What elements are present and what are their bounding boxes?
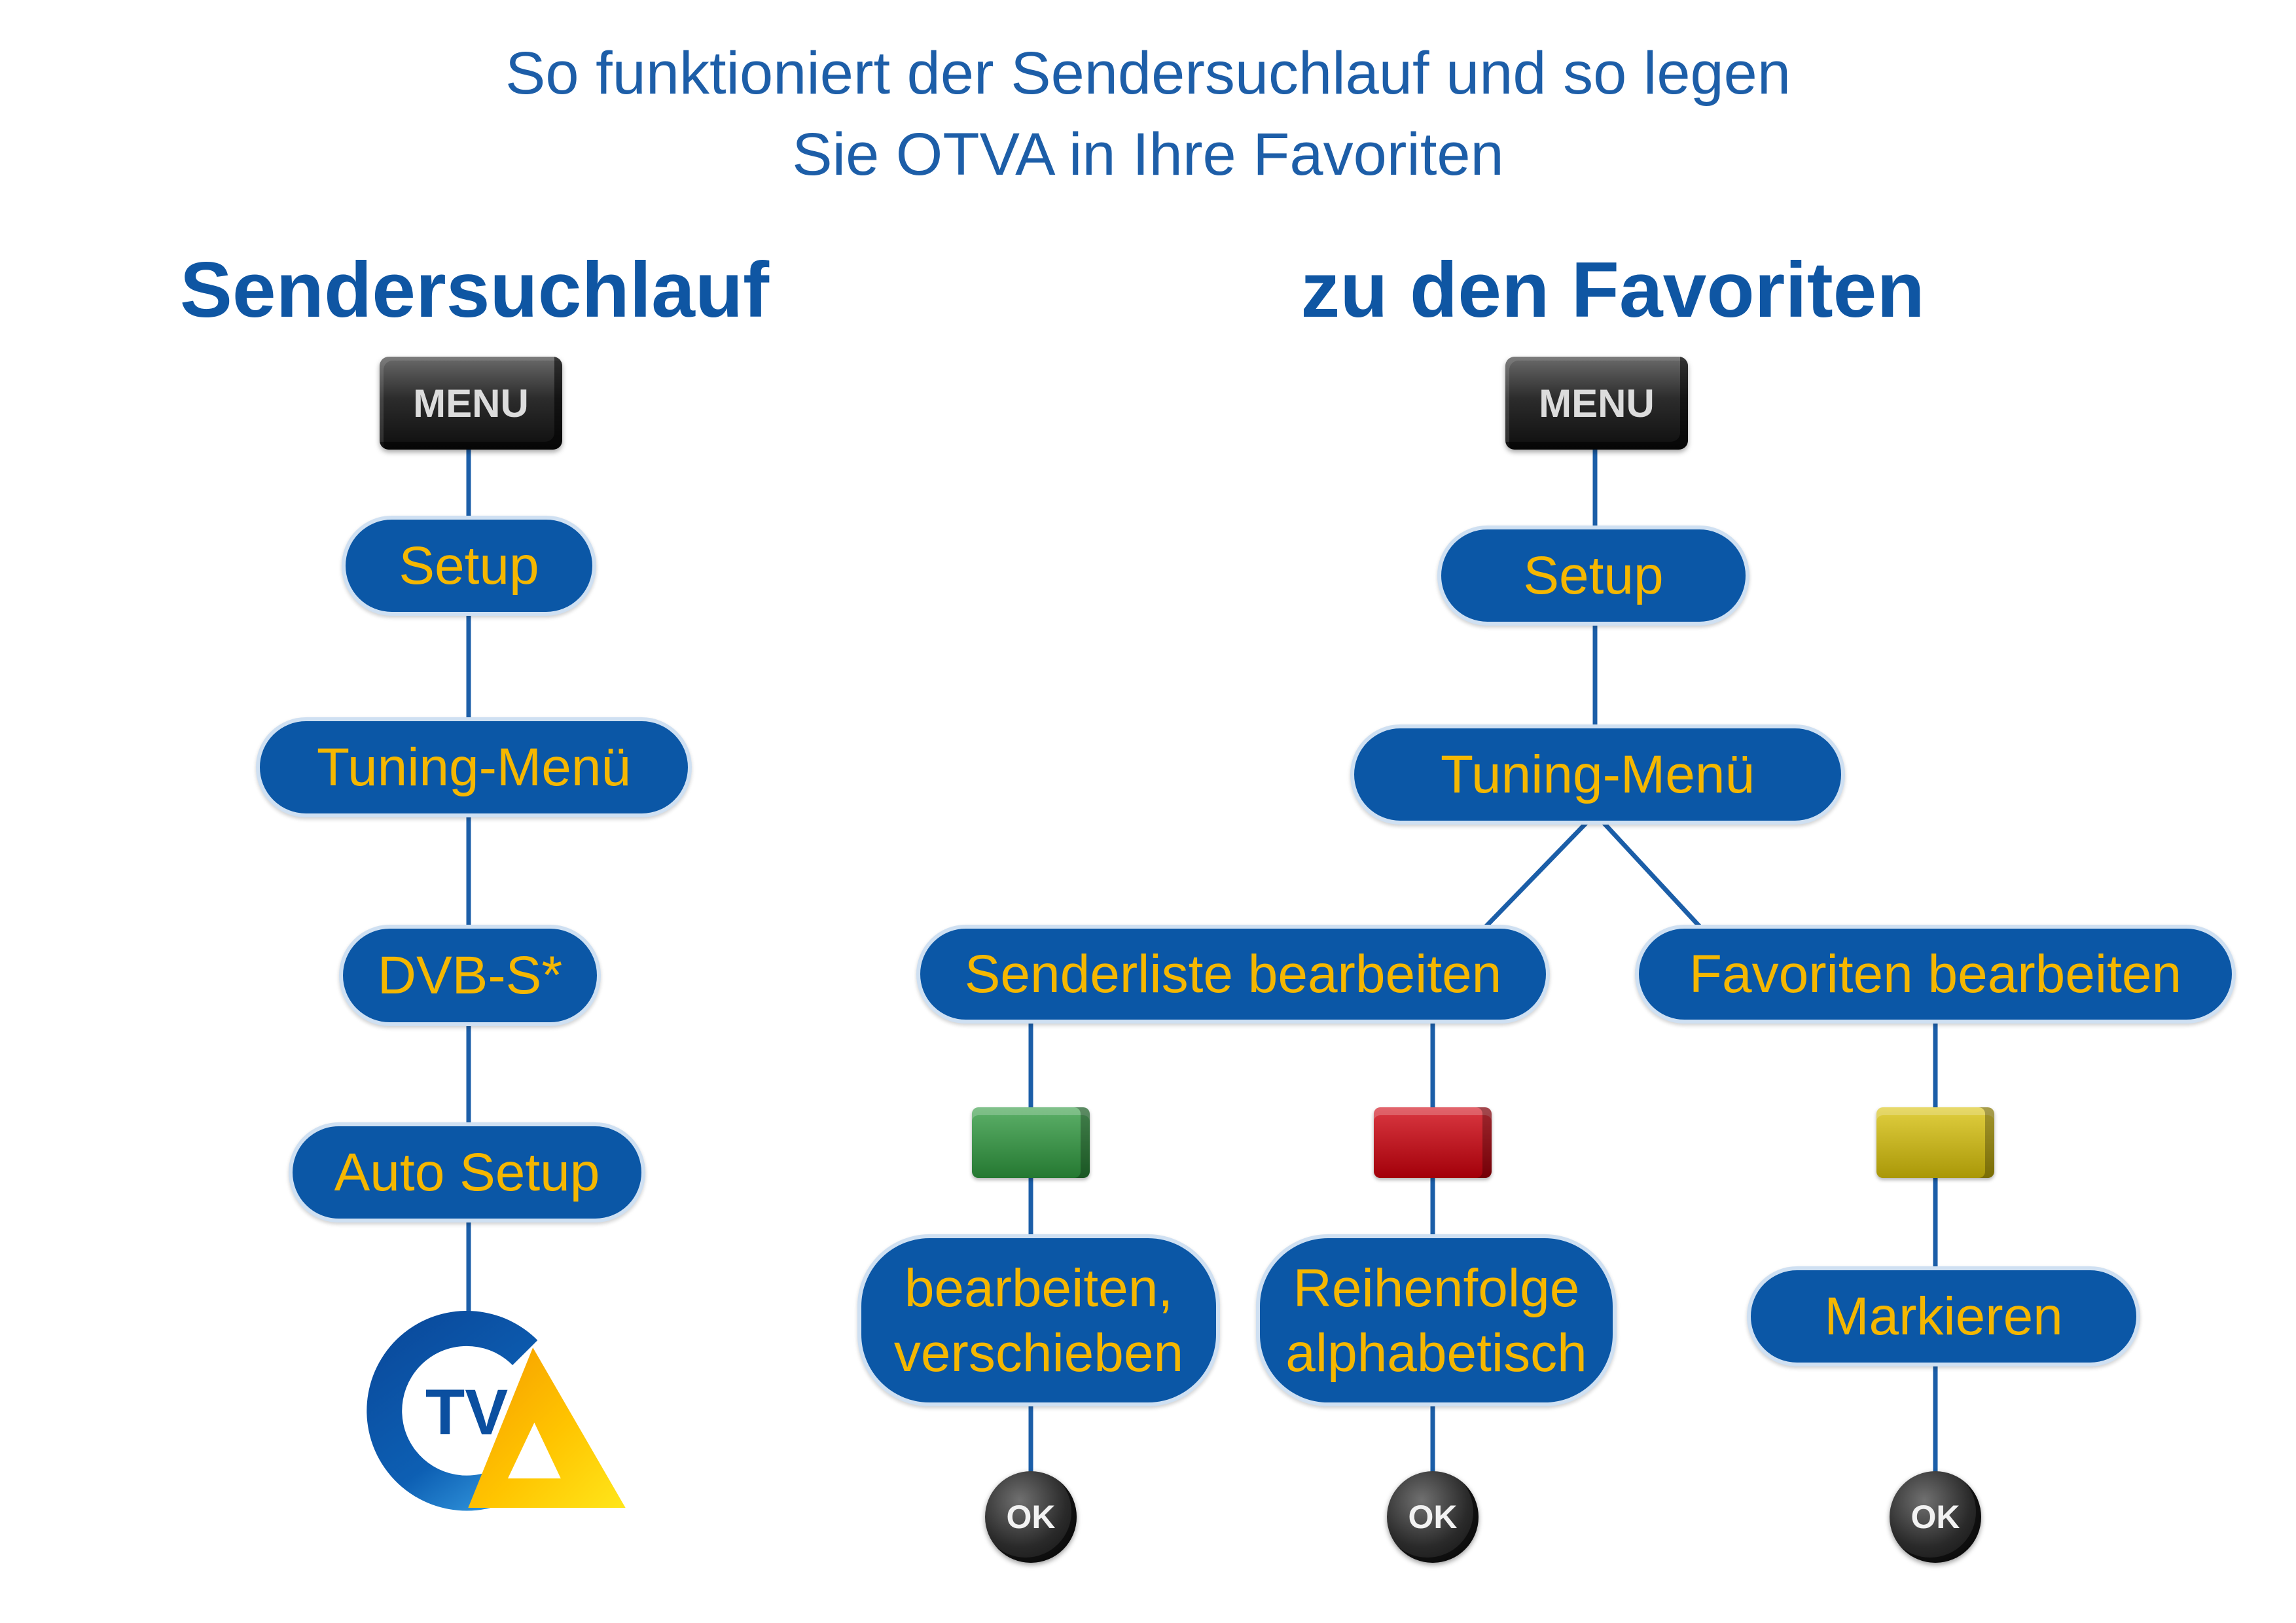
ok-key-label: OK bbox=[1910, 1499, 1960, 1535]
step-tuning-menu: Tuning-Menü bbox=[1350, 724, 1845, 825]
action-markieren: Markieren bbox=[1747, 1266, 2140, 1366]
ok-key-icon: OK bbox=[1387, 1471, 1479, 1563]
page-title-line2: Sie OTVA in Ihre Favoriten bbox=[792, 121, 1504, 188]
page-title-line1: So funktioniert der Sendersuchlauf und s… bbox=[505, 40, 1791, 107]
page-title: So funktioniert der Sendersuchlauf und s… bbox=[0, 33, 2296, 195]
action-label-line1: bearbeiten, bbox=[904, 1258, 1174, 1318]
step-label: Setup bbox=[399, 535, 539, 596]
action-label-line2: alphabetisch bbox=[1285, 1323, 1587, 1383]
step-label: Tuning-Menü bbox=[1440, 744, 1755, 804]
step-label: Auto Setup bbox=[334, 1142, 600, 1202]
menu-key-label: MENU bbox=[1539, 381, 1655, 425]
ok-key-label: OK bbox=[1408, 1499, 1458, 1535]
branch-favoriten-bearbeiten: Favoriten bearbeiten bbox=[1635, 925, 2236, 1024]
step-tuning-menu: Tuning-Menü bbox=[256, 717, 692, 817]
action-bearbeiten-verschieben: bearbeiten, verschieben bbox=[857, 1234, 1220, 1406]
logo-tv-text: TV bbox=[425, 1376, 508, 1448]
action-label-line2: verschieben bbox=[893, 1323, 1184, 1383]
step-dvb-s: DVB-S* bbox=[339, 925, 601, 1026]
ok-key-label: OK bbox=[1006, 1499, 1056, 1535]
branch-label: Senderliste bearbeiten bbox=[964, 944, 1502, 1004]
step-label: Tuning-Menü bbox=[316, 737, 632, 797]
step-label: Setup bbox=[1523, 545, 1664, 605]
branch-senderliste-bearbeiten: Senderliste bearbeiten bbox=[916, 925, 1550, 1024]
logo-a-shape bbox=[468, 1347, 626, 1508]
action-label-line1: Reihenfolge bbox=[1293, 1258, 1580, 1318]
step-auto-setup: Auto Setup bbox=[289, 1122, 645, 1222]
action-label: Markieren bbox=[1824, 1286, 2063, 1346]
action-reihenfolge-alphabetisch: Reihenfolge alphabetisch bbox=[1256, 1234, 1617, 1406]
ok-key-icon: OK bbox=[985, 1471, 1077, 1563]
menu-key-icon: MENU bbox=[380, 357, 562, 450]
otva-logo-icon: TV bbox=[367, 1311, 626, 1511]
ok-key-icon: OK bbox=[1890, 1471, 1981, 1563]
logo-a-counter bbox=[507, 1422, 561, 1479]
branch-label: Favoriten bearbeiten bbox=[1689, 944, 2182, 1004]
step-setup: Setup bbox=[342, 516, 596, 616]
step-label: DVB-S* bbox=[377, 945, 563, 1005]
red-key-icon bbox=[1374, 1107, 1492, 1178]
heading-favoriten: zu den Favoriten bbox=[1300, 246, 1925, 334]
step-setup: Setup bbox=[1437, 526, 1749, 626]
connector-line bbox=[1482, 819, 1590, 931]
menu-key-label: MENU bbox=[413, 381, 529, 425]
connector-line bbox=[1600, 819, 1704, 931]
yellow-key-icon bbox=[1876, 1107, 1994, 1178]
menu-key-icon: MENU bbox=[1505, 357, 1688, 450]
heading-sendersuchlauf: Sendersuchlauf bbox=[179, 246, 770, 334]
green-key-icon bbox=[972, 1107, 1090, 1178]
